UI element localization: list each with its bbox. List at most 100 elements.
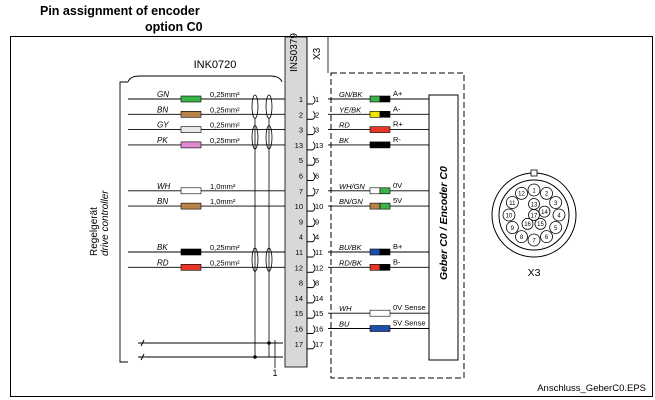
terminal-pin-label: 7 [299, 187, 303, 196]
terminal-pin-label: 4 [299, 233, 303, 242]
wire-color-swatch [180, 141, 202, 149]
pin-hook [312, 187, 316, 197]
x3-pin-label: 13 [315, 141, 323, 150]
terminal-pin-label: 15 [295, 309, 303, 318]
wire-cross-section: 0,25mm² [210, 136, 240, 145]
cable-label: INK0720 [194, 59, 237, 71]
encoder-wire-color-name: RD/BK [339, 258, 363, 267]
wire-color-swatch [180, 202, 202, 210]
terminal-pin-label: 16 [295, 325, 303, 334]
encoder-color-swatch [379, 248, 391, 256]
connector-pin-number: 3 [554, 201, 558, 207]
connector-pin-number: 7 [532, 238, 536, 244]
connector-pin-number: 5 [554, 226, 558, 232]
connector-pin-number: 10 [506, 213, 513, 219]
x3-pin-label: 10 [315, 202, 323, 211]
terminal-pin-label: 17 [295, 340, 303, 349]
encoder-color-swatch [379, 187, 391, 195]
wire-color-swatch [180, 263, 202, 271]
wire-color-name: BN [157, 197, 168, 206]
encoder-wire-color-name: RD [339, 121, 350, 130]
wire-color-name: GN [157, 90, 169, 99]
encoder-color-swatch [369, 248, 381, 256]
terminal-pin-label: 11 [295, 248, 303, 257]
pin-hook [312, 279, 316, 288]
x3-pin-label: 16 [315, 325, 323, 334]
encoder-color-swatch [369, 126, 391, 133]
file-label: Anschluss_GeberC0.EPS [537, 383, 646, 394]
pin-hook [312, 156, 316, 166]
wire-color-swatch [180, 95, 202, 103]
encoder-color-swatch [379, 263, 391, 271]
pin-hook [312, 340, 316, 350]
diagram-frame [10, 36, 653, 397]
diagram-title: Pin assignment of encoder option C0 [40, 3, 203, 35]
connector-pin [540, 230, 553, 244]
pin-hook [312, 218, 316, 227]
connector-pin [527, 233, 541, 247]
wire-color-swatch [180, 248, 202, 256]
encoder-color-swatch [369, 95, 381, 103]
connector-pin [528, 209, 540, 221]
x3-pin-label: 9 [315, 217, 319, 226]
connector-pin [534, 217, 547, 230]
signal-label: R- [393, 135, 401, 144]
junction-dot [267, 341, 271, 345]
twisted-pair-marker [265, 94, 273, 119]
ground-symbol [138, 339, 150, 361]
terminal-pin-label: 6 [299, 172, 303, 181]
signal-label: A- [393, 104, 401, 113]
connector-pin [505, 221, 519, 234]
x3-pin-label: 4 [315, 233, 319, 242]
connector-pin [549, 196, 563, 209]
wire-color-name: RD [157, 258, 169, 267]
signal-label: 0V Sense [393, 303, 426, 312]
wire-color-name: WH [157, 182, 171, 191]
connector-pin-number: 15 [537, 222, 544, 228]
x3-pin-label: 12 [315, 263, 323, 272]
connector-pin-number: 1 [532, 188, 536, 194]
terminal-pin-label: 2 [299, 110, 303, 119]
connector-pin [549, 221, 563, 234]
encoder-wire-color-name: BU/BK [339, 243, 363, 252]
terminal-pin-label: 9 [299, 217, 303, 226]
title-line-1: Pin assignment of encoder [40, 4, 200, 18]
wire-cross-section: 1,0mm² [210, 197, 236, 206]
connector-key [530, 169, 538, 177]
x3-pin-label: 3 [315, 126, 319, 135]
terminal-label: INS0379 [289, 33, 300, 72]
wire-color-name: BN [157, 105, 168, 114]
pin-hook [312, 141, 316, 151]
twisted-pair-marker [251, 94, 259, 119]
connector-pin-number: 11 [509, 201, 516, 207]
pin-hook [312, 202, 316, 212]
x3-pin-label: 8 [315, 279, 319, 288]
connector-pin [502, 208, 516, 222]
x3-pin-label: 17 [315, 340, 323, 349]
pin-hook [312, 248, 316, 258]
pin-hook [312, 233, 316, 242]
x3-pin-label: 2 [315, 110, 319, 119]
connector-pin [515, 186, 528, 200]
terminal-pin-label: 3 [299, 126, 303, 135]
encoder-color-swatch [369, 202, 381, 210]
encoder-color-swatch [369, 309, 391, 317]
connector-pin-number: 12 [518, 192, 525, 198]
connector-pin-number: 4 [557, 213, 561, 219]
x3-pin-label: 14 [315, 294, 323, 303]
connector-label: X3 [312, 47, 323, 60]
terminal-pin-label: 5 [299, 156, 303, 165]
encoder-wire-color-name: GN/BK [339, 90, 363, 99]
terminal-pin-label: 8 [299, 279, 303, 288]
signal-label: 0V [393, 181, 402, 190]
wire-color-swatch [180, 111, 202, 118]
pin-hook [312, 309, 316, 319]
